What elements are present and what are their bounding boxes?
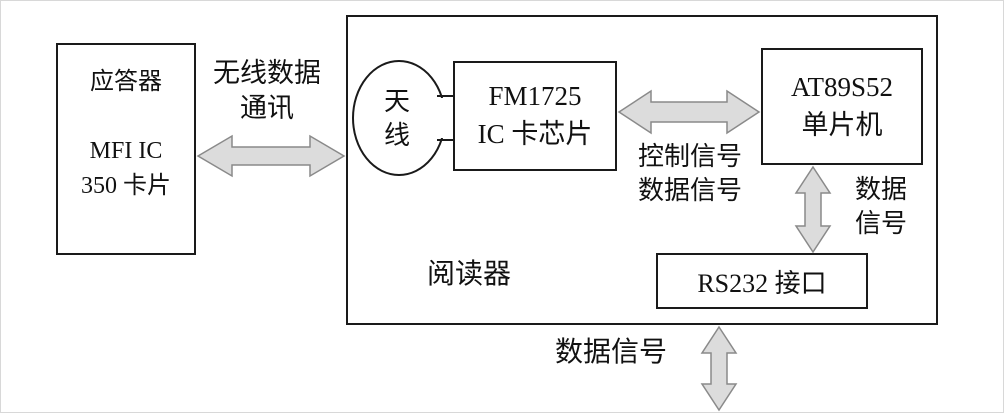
wireless-comm-label: 无线数据 通讯 — [193, 56, 341, 126]
antenna-label: 天 线 — [369, 85, 425, 153]
control-signal-line1: 控制信号 — [637, 142, 742, 171]
control-signal-line2: 数据信号 — [637, 175, 742, 205]
at89s52-line1: AT89S52 — [790, 71, 893, 102]
wireless-comm-line1: 无线数据 — [213, 58, 321, 88]
at89s52-box: AT89S52 单片机 — [761, 48, 923, 165]
data-signal-right-line2: 信号 — [854, 208, 907, 238]
reader-caption: 阅读器 — [426, 259, 511, 290]
at89s52-line2: 单片机 — [801, 109, 883, 140]
fm1725-line1: FM1725 — [488, 81, 582, 111]
rs232-box: RS232 接口 — [656, 253, 868, 309]
transponder-box: 应答器 MFI IC 350 卡片 — [56, 43, 196, 255]
transponder-title: 应答器 — [90, 69, 162, 95]
arrow-external-data — [700, 325, 738, 412]
data-signal-right-label: 数据 信号 — [843, 173, 919, 241]
antenna-char2: 线 — [383, 120, 410, 150]
antenna-char1: 天 — [383, 87, 410, 116]
fm1725-box: FM1725 IC 卡芯片 — [453, 61, 617, 171]
reader-outer-box — [346, 15, 938, 325]
transponder-line2: MFI IC — [89, 138, 163, 164]
rs232-label: RS232 接口 — [697, 268, 827, 298]
control-signal-label: 控制信号 数据信号 — [619, 140, 761, 208]
fm1725-line2: IC 卡芯片 — [477, 119, 593, 149]
data-signal-right-line1: 数据 — [854, 175, 907, 204]
arrow-wireless-comm — [196, 134, 346, 178]
wireless-comm-line2: 通讯 — [240, 93, 294, 124]
transponder-line3: 350 卡片 — [81, 173, 171, 199]
data-signal-bottom-label: 数据信号 — [554, 337, 667, 368]
